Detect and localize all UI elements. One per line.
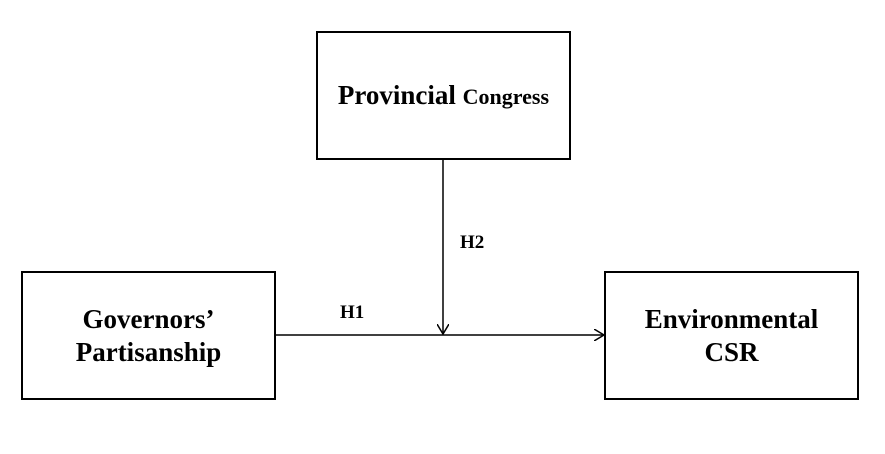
dependent-box: Environmental CSR [604,271,859,400]
dependent-label-line1: Environmental [644,304,819,335]
independent-label-line2: Partisanship [75,336,222,367]
moderator-label-part1: Provincial [337,80,456,111]
independent-label: Governors’ Partisanship [76,303,222,368]
dependent-label-line2: CSR [704,336,759,367]
moderator-label-part2: Congress [462,84,550,110]
independent-box: Governors’ Partisanship [21,271,276,400]
hypothesis-h1-label: H1 [340,302,365,323]
hypothesis-h2-label: H2 [460,232,485,253]
moderator-box: Provincial Congress [316,31,571,160]
dependent-label: Environmental CSR [645,303,819,368]
moderator-label: Provincial Congress [338,79,549,111]
independent-label-line1: Governors’ [82,304,215,335]
